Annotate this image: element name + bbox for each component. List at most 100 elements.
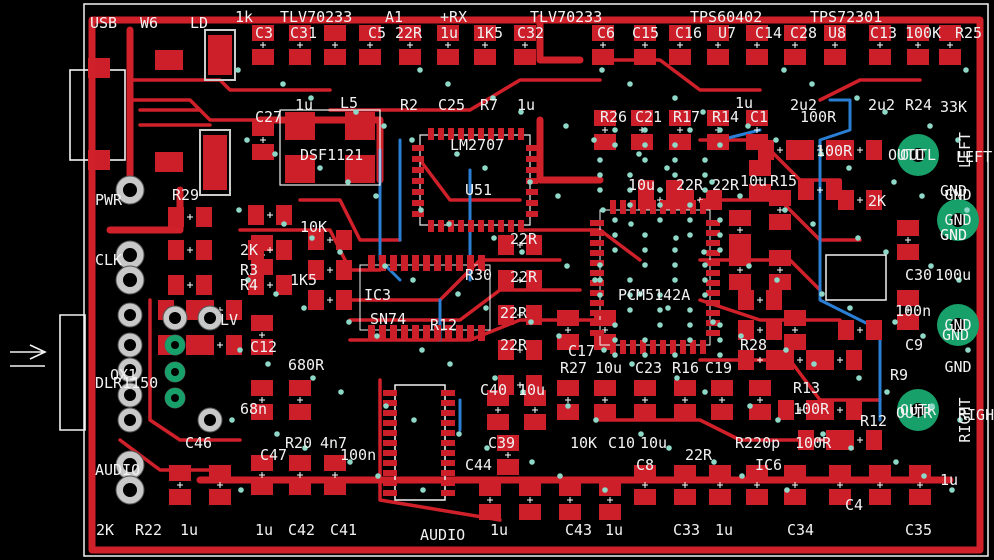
- ic-pin: [448, 128, 454, 140]
- ic-pin: [412, 325, 419, 341]
- ic-pin: [706, 290, 720, 296]
- smd-part: [749, 380, 771, 420]
- component-label: OUTR: [896, 404, 933, 422]
- via: [702, 277, 708, 283]
- smd-part: [729, 250, 751, 290]
- via: [672, 95, 678, 101]
- smd-part: [594, 380, 616, 420]
- via: [518, 109, 524, 115]
- component-label: 22R: [510, 230, 538, 248]
- th-hole: [204, 414, 216, 426]
- component-label: 100n: [340, 446, 376, 464]
- component-label: C1: [750, 108, 768, 126]
- via: [717, 142, 723, 148]
- component-label: C33: [673, 521, 700, 539]
- component-label: 1u: [295, 96, 313, 114]
- ic-pin: [423, 255, 430, 271]
- ic-pin: [441, 400, 455, 406]
- ic-pin: [456, 325, 463, 341]
- smd-part: [251, 315, 273, 355]
- ic-pin: [383, 480, 397, 486]
- via: [784, 487, 790, 493]
- smd-part: [474, 25, 496, 65]
- component-label: 1u: [255, 521, 273, 539]
- component-label: R12: [430, 316, 457, 334]
- via: [891, 179, 897, 185]
- ic-pin: [680, 200, 686, 214]
- smd-part: [251, 380, 273, 420]
- ic-pin: [590, 330, 604, 336]
- smd-part: [557, 310, 579, 350]
- ic-pin: [412, 255, 419, 271]
- via: [237, 347, 243, 353]
- via: [419, 347, 425, 353]
- top-label: C32: [517, 24, 544, 42]
- via: [664, 165, 670, 171]
- via: [884, 389, 890, 395]
- connector-label: OUTL: [900, 146, 936, 164]
- connector-gnd2: GND: [937, 304, 979, 346]
- ic-pin: [518, 220, 524, 232]
- via: [346, 319, 352, 325]
- smd-part: [784, 25, 806, 65]
- via: [612, 352, 618, 358]
- via: [420, 487, 426, 493]
- via: [811, 361, 817, 367]
- component-label: R14: [712, 108, 739, 126]
- via: [920, 333, 926, 339]
- via: [737, 193, 743, 199]
- component-label: OUTL: [888, 146, 924, 164]
- smd-part: [669, 110, 691, 150]
- via: [701, 249, 707, 255]
- ic-pin: [445, 255, 452, 271]
- via: [955, 137, 961, 143]
- component-label: 100R: [793, 400, 830, 418]
- smd-part: [359, 25, 381, 65]
- top-label: LD: [190, 14, 208, 32]
- via: [309, 235, 315, 241]
- ic-pin: [441, 430, 455, 436]
- ic-pin: [478, 220, 484, 232]
- smd-part: [497, 435, 519, 475]
- smd-part: [479, 480, 501, 520]
- smd-part: [897, 220, 919, 260]
- component-label: 2u2: [790, 96, 817, 114]
- component-label: 1u: [180, 521, 198, 539]
- component-label: C23: [635, 359, 662, 377]
- inductor-l2: [199, 129, 231, 196]
- via: [672, 142, 678, 148]
- via: [265, 361, 271, 367]
- ic-pin: [383, 390, 397, 396]
- via: [236, 207, 242, 213]
- via: [612, 127, 618, 133]
- side-label: LEFT: [956, 132, 974, 168]
- top-label: C31: [290, 24, 317, 42]
- top-label: C6: [597, 24, 615, 42]
- via: [672, 247, 678, 253]
- ic-pin: [526, 189, 538, 195]
- via: [302, 445, 308, 451]
- side-label: RIGHT: [956, 397, 974, 442]
- via: [657, 202, 663, 208]
- smd-part: [498, 375, 542, 395]
- via: [564, 263, 570, 269]
- via: [597, 157, 603, 163]
- ic-pin: [706, 220, 720, 226]
- connector-label: GND: [944, 211, 971, 229]
- smd-part: [399, 25, 421, 65]
- component-label: C8: [636, 456, 654, 474]
- ic-pin: [620, 340, 626, 354]
- top-label: U8: [828, 24, 846, 42]
- via: [746, 263, 752, 269]
- via: [957, 417, 963, 423]
- dc-jack-outline: [10, 314, 86, 431]
- component-label: 10u: [640, 434, 667, 452]
- ic-pin: [706, 230, 720, 236]
- component-label: 680R: [288, 356, 325, 374]
- ic-pin: [438, 128, 444, 140]
- component-label: PCM5142A: [618, 286, 690, 304]
- ic-pin: [590, 250, 604, 256]
- component-label: R27: [560, 359, 587, 377]
